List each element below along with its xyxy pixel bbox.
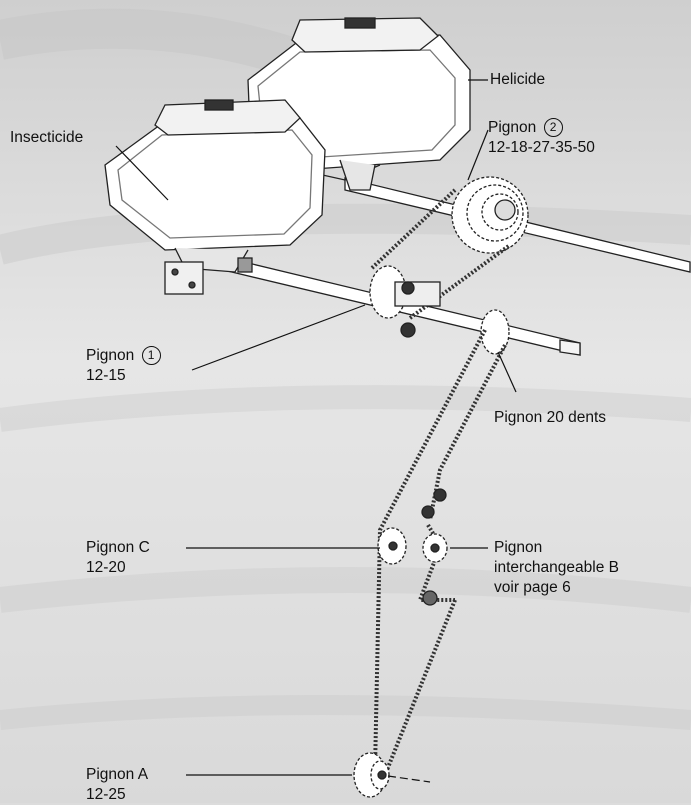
pignon-2-number-badge: 2 <box>543 118 563 137</box>
sprocket-20 <box>480 309 510 355</box>
pignon-20-text: Pignon 20 dents <box>494 409 607 426</box>
label-helicide: Helicide <box>490 70 545 90</box>
pignon-b-line1: Pignon <box>494 539 543 556</box>
lower-chain <box>373 329 507 776</box>
sprocket-1 <box>369 265 441 338</box>
insecticide-text: Insecticide <box>10 129 84 146</box>
label-pignon-1: Pignon 1 12-15 <box>86 346 161 386</box>
leader-lines <box>115 79 517 783</box>
pignon-2-values: 12-18-27-35-50 <box>488 139 595 156</box>
pignon-1-title: Pignon <box>86 347 135 364</box>
label-insecticide: Insecticide <box>10 128 83 148</box>
helicide-text: Helicide <box>490 71 546 88</box>
sprocket-a <box>353 752 390 798</box>
pignon-a-values: 12-25 <box>86 786 126 803</box>
pignon-2-title: Pignon <box>488 119 537 136</box>
label-pignon-b: Pignon interchangeable B voir page 6 <box>494 538 619 598</box>
sprocket-2 <box>451 176 529 254</box>
sprocket-b <box>422 533 448 563</box>
pignon-a-title: Pignon A <box>86 766 149 783</box>
pignon-c-title: Pignon C <box>86 539 150 556</box>
idler-wheels <box>421 488 447 606</box>
label-pignon-20: Pignon 20 dents <box>494 408 606 428</box>
pignon-c-values: 12-20 <box>86 559 126 576</box>
insecticide-hopper <box>104 99 326 295</box>
pignon-1-values: 12-15 <box>86 367 126 384</box>
label-pignon-a: Pignon A 12-25 <box>86 765 148 805</box>
pignon-b-line3: voir page 6 <box>494 579 571 596</box>
pignon-1-number-badge: 1 <box>141 346 161 365</box>
sprocket-c <box>377 527 407 565</box>
pignon-b-line2: interchangeable B <box>494 559 619 576</box>
label-pignon-c: Pignon C 12-20 <box>86 538 150 578</box>
label-pignon-2: Pignon 2 12-18-27-35-50 <box>488 118 595 158</box>
